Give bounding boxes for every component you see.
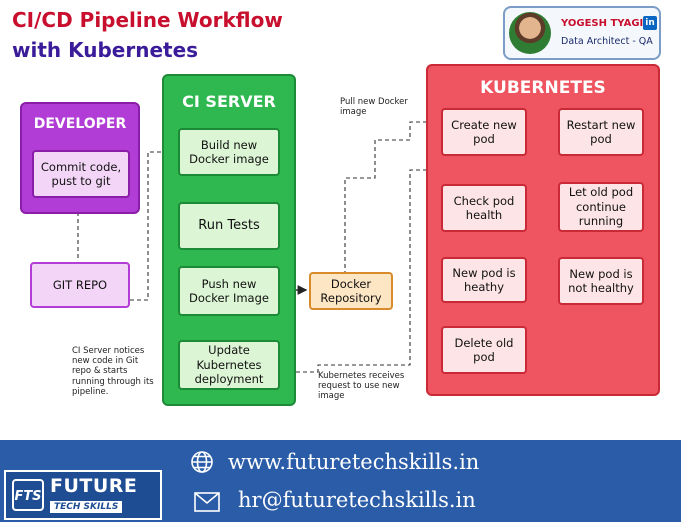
ci-server-title: CI SERVER: [182, 92, 276, 111]
profile-name: YOGESH TYAGI: [561, 18, 644, 29]
build-image-box: Build new Docker image: [178, 128, 280, 176]
profile-badge: YOGESH TYAGI in Data Architect - QA: [503, 6, 661, 60]
note-ci-notices: CI Server notices new code in Git repo &…: [72, 346, 154, 397]
old-pod-running-box: Let old pod continue running: [558, 182, 644, 232]
connector-update-k8s: [282, 166, 440, 373]
globe-icon: [191, 451, 213, 473]
note-pull-image: Pull new Docker image: [340, 97, 408, 118]
update-deployment-box: Update Kubernetes deployment: [178, 340, 280, 390]
page-subtitle: with Kubernetes: [12, 38, 199, 62]
pod-not-healthy-box: New pod is not healthy: [558, 257, 644, 305]
page-title: CI/CD Pipeline Workflow: [12, 8, 283, 32]
delete-old-pod-box: Delete old pod: [441, 326, 527, 374]
website-link[interactable]: www.futuretechskills.in: [228, 450, 480, 474]
push-image-box: Push new Docker Image: [178, 266, 280, 316]
commit-code-box: Commit code, pust to git: [32, 150, 130, 198]
company-logo[interactable]: FTS FUTURE TECH SKILLS: [4, 470, 162, 520]
avatar: [509, 12, 551, 54]
git-repo-box: GIT REPO: [30, 262, 130, 308]
linkedin-icon[interactable]: in: [643, 16, 657, 30]
restart-pod-box: Restart new pod: [558, 108, 644, 156]
check-health-box: Check pod health: [441, 184, 527, 232]
mail-icon: [194, 492, 220, 512]
pod-healthy-box: New pod is heathy: [441, 257, 527, 303]
profile-role: Data Architect - QA: [561, 36, 653, 47]
email-link[interactable]: hr@futuretechskills.in: [238, 488, 476, 512]
logo-mark: FTS: [12, 479, 44, 511]
kubernetes-title: KUBERNETES: [480, 78, 606, 98]
developer-title: DEVELOPER: [33, 116, 127, 132]
docker-repository-box: Docker Repository: [309, 272, 393, 310]
logo-text: FUTURE: [50, 475, 138, 497]
logo-subtext: TECH SKILLS: [50, 501, 123, 513]
run-tests-box: Run Tests: [178, 202, 280, 250]
create-pod-box: Create new pod: [441, 108, 527, 156]
connector-git-ci: [130, 148, 178, 301]
connector-docker-k8s: [344, 118, 440, 275]
note-k8s-receives: Kubernetes receives request to use new i…: [318, 371, 405, 402]
